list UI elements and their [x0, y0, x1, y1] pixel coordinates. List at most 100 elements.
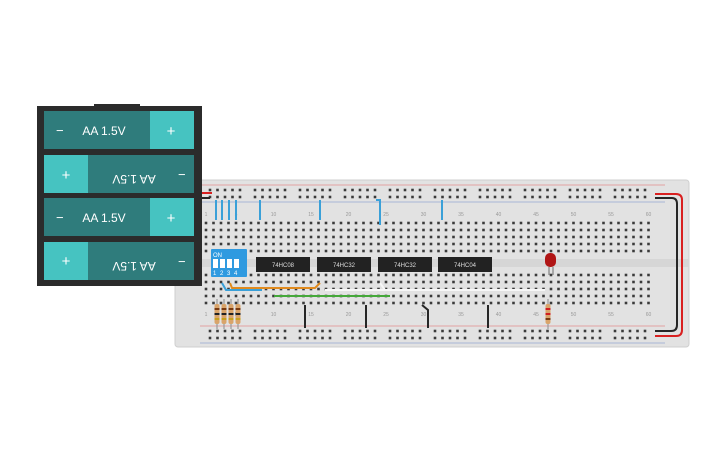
breadboard-hole [444, 228, 448, 232]
breadboard-hole [249, 249, 253, 253]
breadboard-hole [396, 329, 399, 333]
breadboard-hole [508, 195, 512, 199]
breadboard-hole [602, 228, 605, 232]
breadboard-hole [204, 249, 208, 253]
breadboard-hole [231, 336, 234, 340]
breadboard-hole [519, 273, 523, 277]
breadboard-hole [227, 294, 230, 298]
breadboard-hole [504, 221, 508, 225]
breadboard-hole [549, 242, 553, 246]
breadboard-hole [534, 221, 538, 225]
battery-pack[interactable]: − AA 1.5V + + AA 1.5V − − AA 1.5V + + AA… [37, 104, 202, 286]
wire-orange[interactable] [229, 282, 321, 289]
breadboard-hole [452, 249, 455, 253]
breadboard-hole [501, 195, 504, 199]
breadboard-hole [463, 195, 467, 199]
column-number: 1 [205, 212, 208, 218]
breadboard-hole [216, 188, 219, 192]
breadboard-hole [598, 336, 602, 340]
chip-3[interactable]: 74HC32 [378, 257, 432, 272]
breadboard-hole [557, 301, 560, 305]
breadboard-hole [324, 235, 328, 239]
resistor[interactable] [228, 299, 234, 329]
breadboard-hole [204, 235, 208, 239]
chip-1[interactable]: 74HC08 [256, 257, 310, 272]
dip-toggle-1[interactable] [213, 259, 218, 268]
battery-cell-4: + AA 1.5V − [44, 242, 194, 280]
dip-switch[interactable]: ON 1 2 3 4 [211, 249, 247, 277]
jumper-blue[interactable] [376, 199, 381, 225]
breadboard-hole [602, 273, 605, 277]
breadboard-hole [624, 273, 628, 277]
resistor-led[interactable] [545, 299, 551, 329]
breadboard-hole [587, 235, 590, 239]
breadboard-hole [572, 301, 575, 305]
breadboard-hole [587, 280, 590, 284]
jumper-black[interactable] [421, 304, 429, 328]
breadboard-hole [422, 242, 425, 246]
breadboard-hole [212, 280, 215, 284]
breadboard-hole [234, 242, 238, 246]
chip-4[interactable]: 74HC04 [438, 257, 492, 272]
breadboard-hole [399, 280, 403, 284]
column-number: 15 [308, 212, 314, 218]
breadboard-hole [632, 221, 635, 225]
breadboard-hole [264, 228, 268, 232]
breadboard-hole [489, 228, 493, 232]
dip-toggle-4[interactable] [234, 259, 239, 268]
breadboard-hole [553, 336, 557, 340]
breadboard-hole [508, 336, 512, 340]
breadboard-hole [572, 294, 575, 298]
breadboard-hole [272, 221, 275, 225]
breadboard-hole [294, 228, 298, 232]
breadboard-hole [504, 242, 508, 246]
chip-2[interactable]: 74HC32 [317, 257, 371, 272]
resistors[interactable] [214, 299, 551, 329]
breadboard-hole [617, 280, 620, 284]
breadboard-hole [542, 235, 545, 239]
breadboard-hole [437, 249, 440, 253]
minus-sign: − [178, 167, 186, 182]
wire-red-right[interactable] [655, 193, 683, 337]
wire-black-right[interactable] [655, 197, 678, 332]
breadboard-hole [227, 280, 230, 284]
breadboard-hole [309, 235, 313, 239]
breadboard-hole [459, 249, 463, 253]
breadboard-hole [414, 301, 418, 305]
breadboard-hole [332, 228, 335, 232]
breadboard-hole [317, 242, 320, 246]
breadboard-hole [519, 301, 523, 305]
resistor[interactable] [235, 299, 241, 329]
breadboard-hole [276, 188, 279, 192]
breadboard-hole [298, 329, 302, 333]
breadboard-hole [249, 242, 253, 246]
breadboard-hole [542, 301, 545, 305]
breadboard-hole [384, 273, 388, 277]
breadboard-hole [643, 329, 647, 333]
battery-cell-3: − AA 1.5V + [44, 198, 194, 236]
breadboard-hole [403, 195, 407, 199]
dip-toggle-3[interactable] [227, 259, 232, 268]
breadboard-hole [272, 294, 275, 298]
breadboard-hole [227, 242, 230, 246]
dip-position-2: 2 [220, 271, 224, 277]
breadboard-hole [257, 221, 260, 225]
breadboard-hole [433, 329, 437, 333]
resistor[interactable] [221, 299, 227, 329]
breadboard-hole [257, 273, 260, 277]
dip-toggle-2[interactable] [220, 259, 225, 268]
breadboard-hole [212, 294, 215, 298]
breadboard-hole [223, 188, 227, 192]
breadboard-hole [302, 235, 305, 239]
led[interactable] [545, 253, 556, 275]
wire-blue[interactable] [221, 282, 262, 291]
breadboard-hole [272, 242, 275, 246]
breadboard-hole [617, 242, 620, 246]
resistor[interactable] [214, 299, 220, 329]
breadboard-hole [452, 228, 455, 232]
breadboard-hole [358, 188, 362, 192]
breadboard-hole [392, 221, 395, 225]
wire-white[interactable] [379, 282, 440, 291]
breadboard-hole [306, 336, 309, 340]
breadboard-hole [557, 287, 560, 291]
